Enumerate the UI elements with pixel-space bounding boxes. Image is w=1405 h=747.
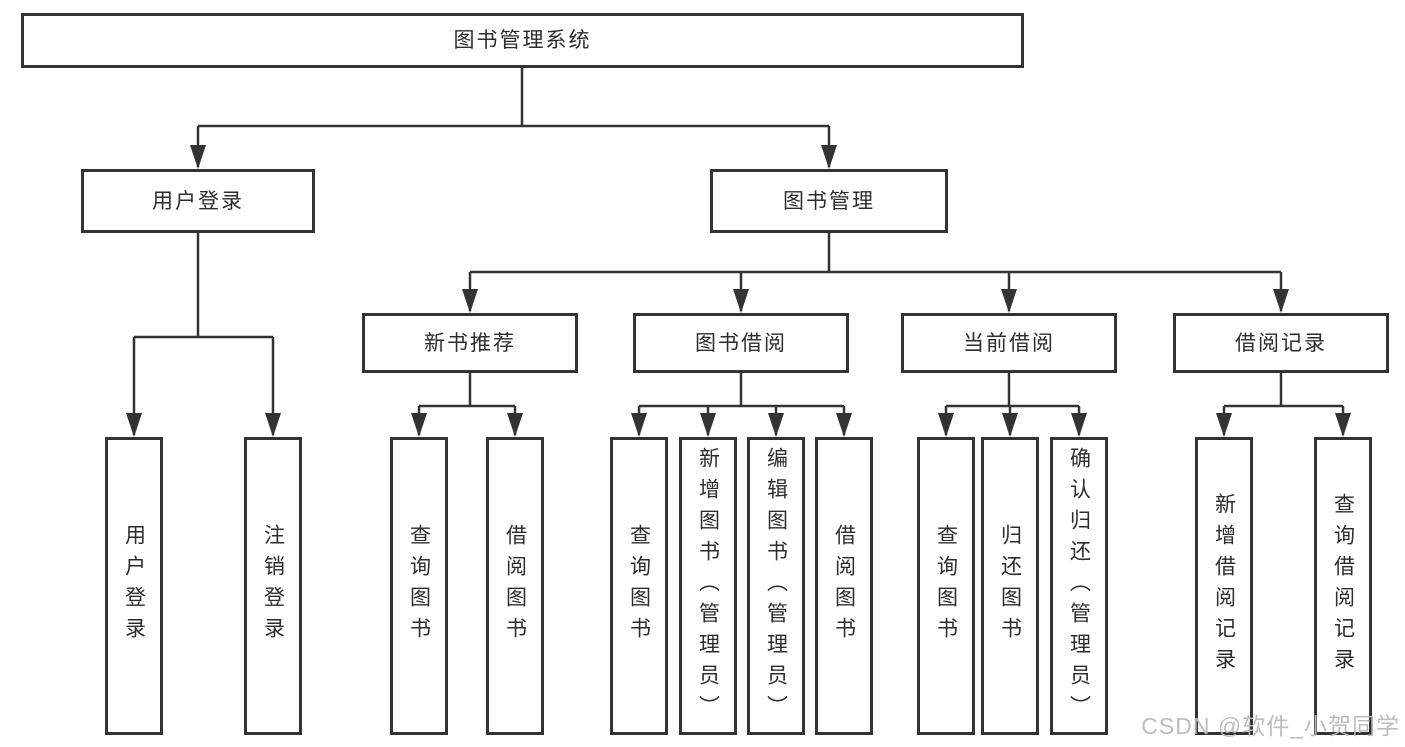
connector-book-management-branch [470, 233, 1281, 274]
leaf-edit-books-admin: 编辑图书（管理员） [747, 437, 805, 735]
leaf-borrowing-borrow-books: 借阅图书 [815, 437, 873, 735]
leaf-recommend-query-books-label: 查询图书 [407, 524, 431, 648]
csdn-watermark: CSDN @软件_小贺同学 [1141, 713, 1400, 739]
leaf-logout-login-label: 注销登录 [261, 524, 285, 648]
connector-book-borrowing-branch [639, 373, 844, 408]
node-book-management: 图书管理 [710, 169, 948, 233]
connector-user-login-branch [134, 233, 273, 339]
leaf-borrowing-query-books-label: 查询图书 [627, 524, 651, 648]
leaf-add-borrow-record: 新增借阅记录 [1195, 437, 1253, 735]
leaf-return-books-label: 归还图书 [998, 524, 1022, 648]
leaf-recommend-query-books: 查询图书 [390, 437, 448, 735]
leaf-logout-login: 注销登录 [244, 437, 302, 735]
leaf-confirm-return-admin-label: 确认归还（管理员） [1067, 446, 1091, 726]
leaf-add-books-admin-label: 新增图书（管理员） [696, 446, 720, 726]
leaf-edit-books-admin-label: 编辑图书（管理员） [764, 446, 788, 726]
node-book-management-system: 图书管理系统 [21, 13, 1024, 68]
connector-new-book-recommend-branch [419, 373, 515, 408]
leaf-add-books-admin: 新增图书（管理员） [679, 437, 737, 735]
connector-borrowing-records-branch [1224, 373, 1343, 408]
leaf-user-login-label: 用户登录 [122, 524, 146, 648]
leaf-return-books: 归还图书 [981, 437, 1039, 735]
leaf-borrowing-query-books: 查询图书 [610, 437, 668, 735]
node-user-login: 用户登录 [81, 169, 315, 233]
leaf-query-borrow-record-label: 查询借阅记录 [1331, 493, 1355, 679]
node-current-borrowing: 当前借阅 [901, 313, 1117, 373]
leaf-borrowing-borrow-books-label: 借阅图书 [832, 524, 856, 648]
leaf-query-borrow-record: 查询借阅记录 [1314, 437, 1372, 735]
connector-current-borrowing-branch [946, 373, 1079, 408]
node-borrowing-records: 借阅记录 [1173, 313, 1389, 373]
leaf-add-borrow-record-label: 新增借阅记录 [1212, 493, 1236, 679]
leaf-current-query-books: 查询图书 [917, 437, 975, 735]
leaf-confirm-return-admin: 确认归还（管理员） [1050, 437, 1108, 735]
node-new-book-recommendation: 新书推荐 [362, 313, 578, 373]
leaf-current-query-books-label: 查询图书 [934, 524, 958, 648]
leaf-recommend-borrow-books: 借阅图书 [486, 437, 544, 735]
leaf-recommend-borrow-books-label: 借阅图书 [503, 524, 527, 648]
leaf-user-login: 用户登录 [105, 437, 163, 735]
connector-root-branch [198, 68, 829, 128]
node-book-borrowing: 图书借阅 [633, 313, 849, 373]
